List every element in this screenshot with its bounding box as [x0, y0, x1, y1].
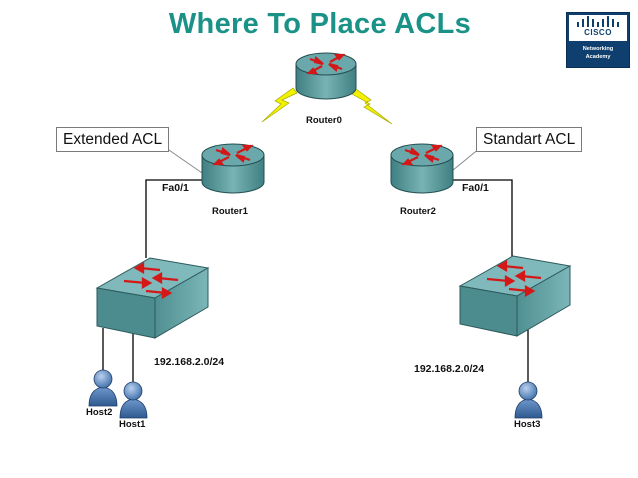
- host2-label: Host2: [86, 407, 113, 418]
- serial-link-router0-router2: [351, 88, 393, 125]
- switch1-device[interactable]: [95, 257, 210, 339]
- router0-device[interactable]: [295, 52, 357, 100]
- right-subnet-label: 192.168.2.0/24: [414, 363, 485, 375]
- logo-subtitle-line2: Academy: [585, 54, 611, 60]
- router2-switch2-link: [453, 179, 513, 262]
- cisco-bars-icon: [577, 16, 619, 27]
- logo-bridge-bars: CISCO: [569, 15, 627, 41]
- host3-user-icon[interactable]: [514, 381, 543, 419]
- router2-interface-label: Fa0/1: [462, 182, 489, 194]
- router2-arrows-icon: [401, 144, 443, 166]
- switch2-device[interactable]: [458, 255, 572, 337]
- router1-switch1-link: [145, 179, 202, 258]
- switch2-arrows-icon: [486, 260, 542, 297]
- router0-arrows-icon: [306, 53, 346, 75]
- switch1-arrows-icon: [123, 262, 179, 299]
- left-subnet-label: 192.168.2.0/24: [154, 356, 225, 368]
- extended-acl-leader-line: [165, 147, 206, 176]
- router0-label: Router0: [306, 115, 342, 126]
- host2-user-icon[interactable]: [88, 369, 118, 407]
- slide-title: Where To Place ACLs: [168, 8, 472, 40]
- extended-acl-callout: Extended ACL: [56, 127, 170, 152]
- router2-label: Router2: [400, 206, 436, 217]
- standart-acl-callout: Standart ACL: [476, 127, 583, 152]
- router1-label: Router1: [212, 206, 248, 217]
- router1-interface-label: Fa0/1: [162, 182, 189, 194]
- host1-label: Host1: [119, 419, 146, 430]
- logo-subtitle-line1: Networking: [582, 46, 614, 52]
- cisco-networking-academy-logo: CISCO Networking Academy: [566, 12, 630, 68]
- router1-device[interactable]: [201, 143, 265, 194]
- host1-user-icon[interactable]: [119, 381, 148, 419]
- router1-arrows-icon: [212, 144, 254, 166]
- router2-device[interactable]: [390, 143, 454, 194]
- serial-link-router0-router1: [261, 87, 298, 123]
- host3-label: Host3: [514, 419, 541, 430]
- logo-brand-text: CISCO: [584, 28, 612, 37]
